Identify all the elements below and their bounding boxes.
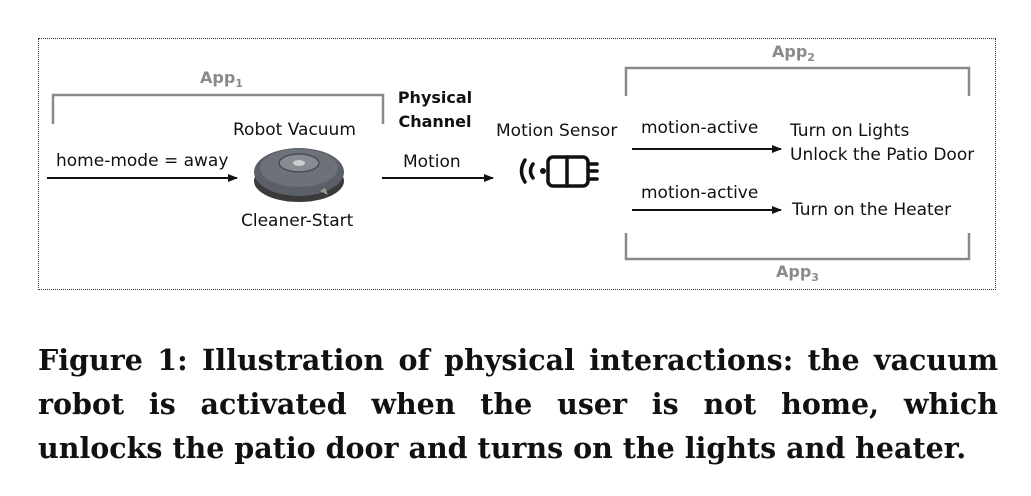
motion-label: Motion xyxy=(403,152,461,172)
motion-active-label-1: motion-active xyxy=(641,118,759,138)
connector-lines xyxy=(47,66,971,261)
turn-on-heater-label: Turn on the Heater xyxy=(792,200,952,220)
diagram-frame xyxy=(38,38,996,290)
cleaner-start-label: Cleaner-Start xyxy=(241,211,354,231)
app2-bracket xyxy=(624,66,971,96)
robot-vacuum-icon xyxy=(254,148,344,202)
motion-sensor-label: Motion Sensor xyxy=(496,121,618,141)
home-mode-label: home-mode = away xyxy=(56,151,229,171)
physical-line: Physical xyxy=(397,88,473,107)
turn-on-lights-label: Turn on Lights xyxy=(790,121,910,141)
app1-bracket xyxy=(51,93,385,124)
app3-label: App3 xyxy=(776,262,819,285)
physical-channel-label: Physical Channel xyxy=(392,86,478,134)
app3-bracket xyxy=(624,233,971,261)
unlock-patio-label: Unlock the Patio Door xyxy=(790,145,975,165)
channel-line: Channel xyxy=(398,112,472,131)
figure-caption: Figure 1: Illustration of physical inter… xyxy=(38,343,998,465)
motion-active-label-2: motion-active xyxy=(641,183,759,203)
app1-label: App1 xyxy=(200,68,243,91)
robot-vacuum-label: Robot Vacuum xyxy=(233,120,356,140)
motion-sensor-icon xyxy=(519,155,599,188)
app2-label: App2 xyxy=(772,42,815,65)
